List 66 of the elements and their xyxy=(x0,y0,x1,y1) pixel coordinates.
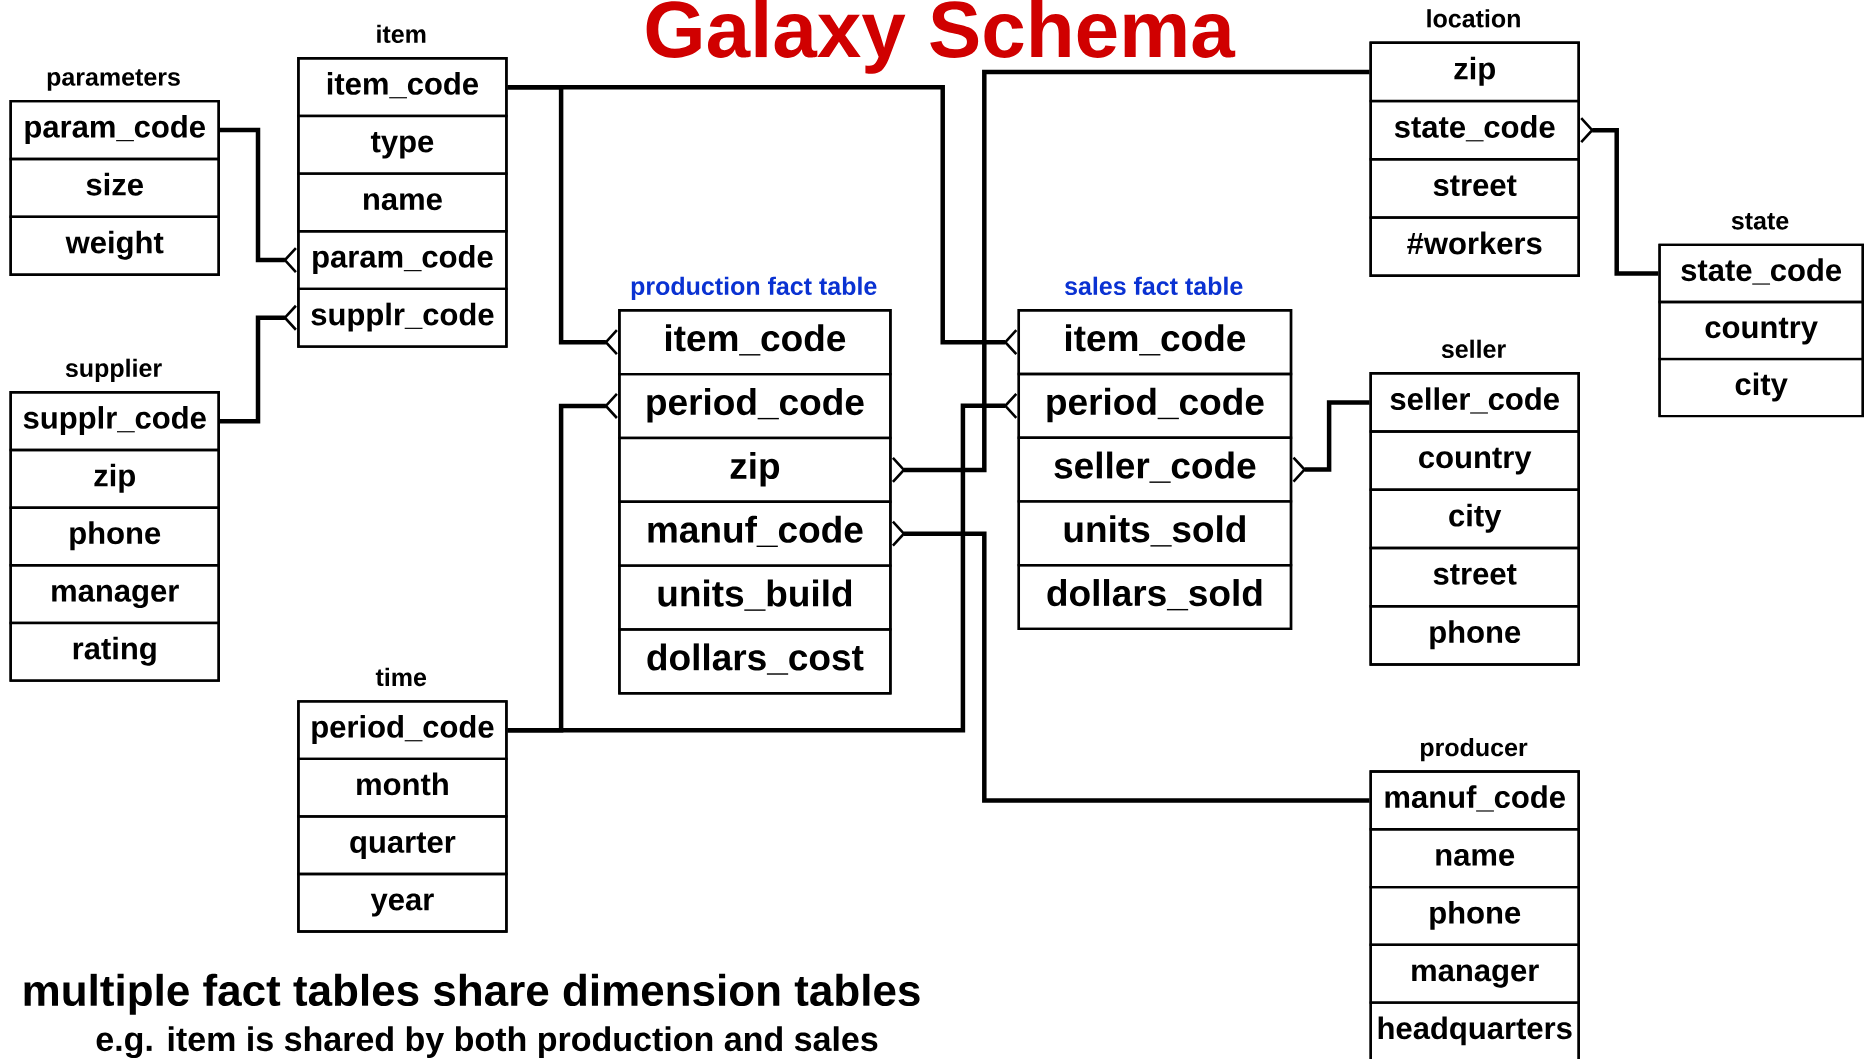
table-row: units_build xyxy=(618,564,892,631)
node-label: supplier xyxy=(65,358,162,382)
table-row: type xyxy=(297,114,508,175)
table-row: headquarters xyxy=(1369,1001,1580,1059)
node-label: production fact table xyxy=(631,276,877,300)
table-row: name xyxy=(297,172,508,233)
table-row: size xyxy=(9,157,220,219)
table-row: year xyxy=(297,872,508,933)
connector xyxy=(507,392,1018,733)
table-row: street xyxy=(1369,158,1580,219)
table-row: manuf_code xyxy=(1369,770,1580,831)
table-row: manager xyxy=(9,564,220,625)
node-label: seller xyxy=(1441,339,1506,359)
node-label: parameters xyxy=(47,69,180,91)
table-row: period_code xyxy=(297,700,508,761)
table-row: rating xyxy=(9,621,220,682)
connector xyxy=(891,69,1370,483)
table-row: param_code xyxy=(297,230,508,291)
node-label: producer xyxy=(1420,737,1528,762)
connector xyxy=(1292,400,1370,483)
table-row: units_sold xyxy=(1017,500,1293,567)
table-row: item_code xyxy=(618,309,892,376)
node-label: state xyxy=(1731,213,1789,230)
table-row: item_code xyxy=(297,57,508,118)
table-row: seller_code xyxy=(1369,372,1580,433)
table-row: quarter xyxy=(297,815,508,876)
table-row: manuf_code xyxy=(618,500,892,567)
table-row: zip xyxy=(1369,41,1580,103)
table-row: country xyxy=(1658,300,1864,361)
connector xyxy=(507,84,1018,356)
table-row: weight xyxy=(9,215,220,276)
connector xyxy=(219,304,297,424)
table-row: dollars_cost xyxy=(618,628,892,695)
table-row: city xyxy=(1658,357,1864,418)
node-label: item xyxy=(377,24,426,44)
table-row: dollars_sold xyxy=(1017,564,1293,631)
connector xyxy=(1580,117,1659,276)
table-row: phone xyxy=(1369,605,1580,666)
table-row: state_code xyxy=(1658,243,1864,304)
table-row: supplr_code xyxy=(297,287,508,348)
connector xyxy=(891,520,1370,803)
table-row: period_code xyxy=(618,372,892,440)
table-row: city xyxy=(1369,488,1580,550)
table-row: month xyxy=(297,757,508,818)
node-label: location xyxy=(1427,9,1520,28)
table-row: param_code xyxy=(9,99,220,161)
table-row: phone xyxy=(9,506,220,567)
table-row: period_code xyxy=(1017,372,1293,439)
table-row: state_code xyxy=(1369,99,1580,161)
table-row: zip xyxy=(9,448,220,509)
table-row: phone xyxy=(1369,885,1580,947)
table-row: name xyxy=(1369,828,1580,889)
table-row: #workers xyxy=(1369,216,1580,277)
table-row: supplr_code xyxy=(9,391,220,452)
table-row: zip xyxy=(618,436,892,503)
note-text: e.g. item is shared by both production and sales xyxy=(96,1026,878,1059)
connector xyxy=(219,127,297,273)
node-label: sales fact table xyxy=(1064,276,1243,296)
table-row: seller_code xyxy=(1017,436,1293,503)
title: Galaxy Schema xyxy=(646,0,1236,74)
table-row: country xyxy=(1369,430,1580,491)
table-row: item_code xyxy=(1017,309,1293,376)
table-row: manager xyxy=(1369,943,1580,1004)
table-row: street xyxy=(1369,546,1580,608)
node-label: time xyxy=(375,667,427,687)
note-text: multiple fact tables share dimension tables xyxy=(24,973,920,1015)
